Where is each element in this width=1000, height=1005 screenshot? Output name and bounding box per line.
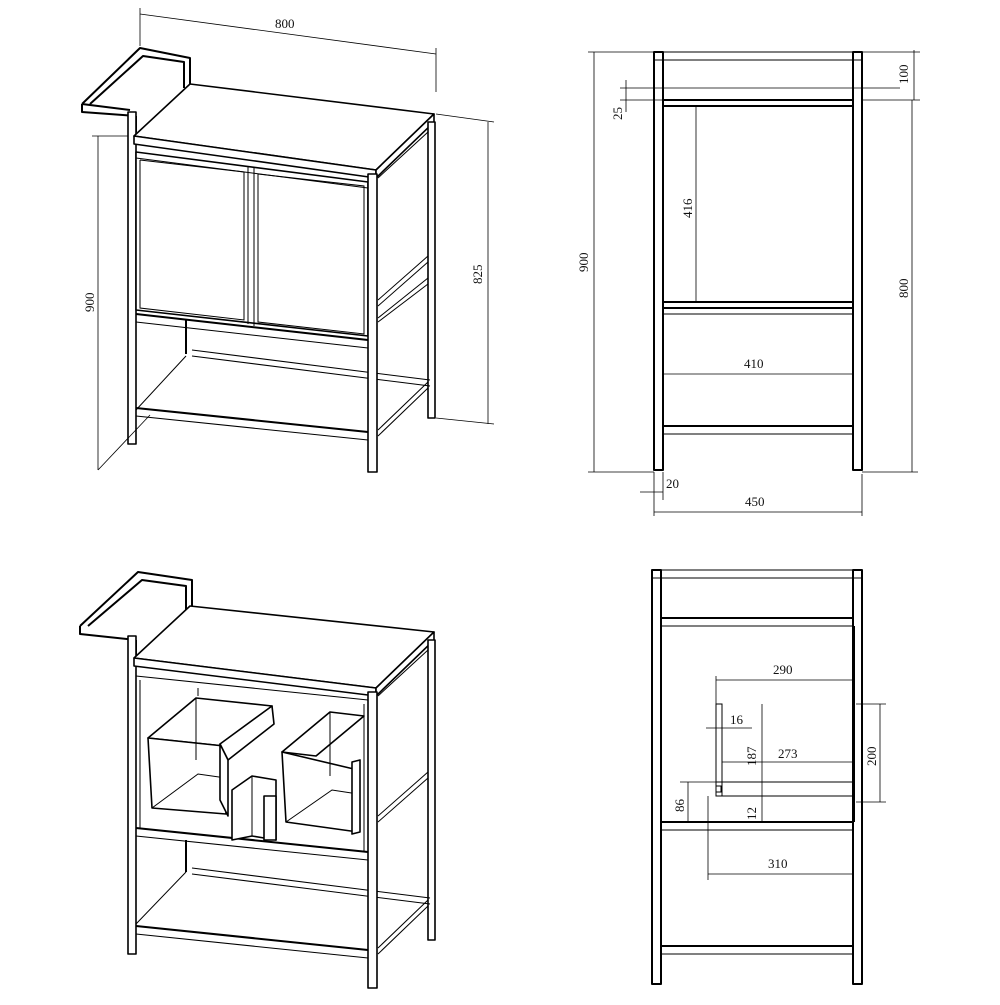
drawer-profile: [715, 703, 853, 797]
front-left-leg-b: [127, 635, 137, 955]
dim-label-900b: 900: [576, 253, 591, 273]
dim-panel: 16: [706, 712, 752, 729]
side-top-rail: [653, 51, 863, 61]
iso-open-view: [79, 571, 436, 989]
dim-label-12: 12: [744, 807, 759, 820]
towel-rail: [81, 47, 191, 132]
lower-frame: [135, 313, 431, 441]
dim-label-273: 273: [778, 746, 798, 761]
countertop-b: [133, 605, 435, 697]
dim-total-height: 900: [576, 51, 654, 473]
dim-label-20: 20: [666, 476, 679, 491]
iso-dim-width: 800: [139, 8, 437, 92]
dim-label-25: 25: [610, 107, 625, 120]
dim-label-410: 410: [744, 356, 764, 371]
dim-door-height: 416: [680, 106, 697, 302]
front-left-leg: [127, 111, 137, 445]
side-door-panel: [662, 105, 854, 303]
iso-dim-height-body: 825: [435, 113, 495, 425]
center-divider: [231, 775, 277, 841]
dim-label-900: 900: [82, 293, 97, 313]
back-right-leg-b: [427, 639, 436, 941]
iso-closed-view: 800 900 825: [81, 8, 495, 473]
left-drawer: [147, 697, 275, 817]
dim-label-416: 416: [680, 198, 695, 218]
dim-lower: 86: [672, 781, 716, 822]
side-elevation-view: 900 100 25 416 800 410: [576, 50, 920, 516]
section-view: 290 16 187 273 200 86 12: [651, 569, 886, 985]
section-left-leg: [651, 569, 662, 985]
front-right-leg: [367, 173, 378, 473]
dim-label-800: 800: [275, 16, 295, 31]
dim-drawer-depth: 290: [715, 662, 852, 704]
dim-front-height: 200: [856, 703, 886, 803]
dim-base-depth: 310: [707, 796, 853, 880]
dim-label-86: 86: [672, 799, 687, 813]
side-frame-right: [377, 131, 429, 323]
side-left-leg: [653, 51, 664, 471]
dim-body-height: 800: [862, 100, 918, 473]
front-right-leg-b: [367, 691, 378, 989]
dim-label-187: 187: [744, 746, 759, 766]
dim-depth: 450: [653, 474, 863, 516]
dim-inner-width: 410: [663, 356, 853, 375]
dim-top-rail: 100: [862, 50, 920, 101]
open-frame: [135, 649, 429, 861]
dim-label-450: 450: [745, 494, 765, 509]
dim-drawer-inner: 273: [722, 746, 852, 763]
dim-drawer-height: 187: [744, 704, 763, 806]
dim-top-gap: 25: [610, 80, 900, 120]
dim-label-16: 16: [730, 712, 744, 727]
dim-leg: 20: [640, 472, 679, 500]
dim-bottom: 12: [744, 806, 763, 822]
lower-frame-b: [135, 840, 431, 959]
door-frame: [135, 151, 369, 337]
back-right-leg: [427, 121, 436, 419]
dim-label-825: 825: [470, 265, 485, 285]
side-right-leg: [852, 51, 863, 471]
dim-label-310: 310: [768, 856, 788, 871]
right-drawer: [281, 711, 365, 835]
dim-label-200: 200: [864, 747, 879, 767]
dim-label-290: 290: [773, 662, 793, 677]
dim-label-100: 100: [896, 65, 911, 85]
iso-dim-height-total: 900: [82, 135, 151, 471]
dim-label-800b: 800: [896, 279, 911, 299]
